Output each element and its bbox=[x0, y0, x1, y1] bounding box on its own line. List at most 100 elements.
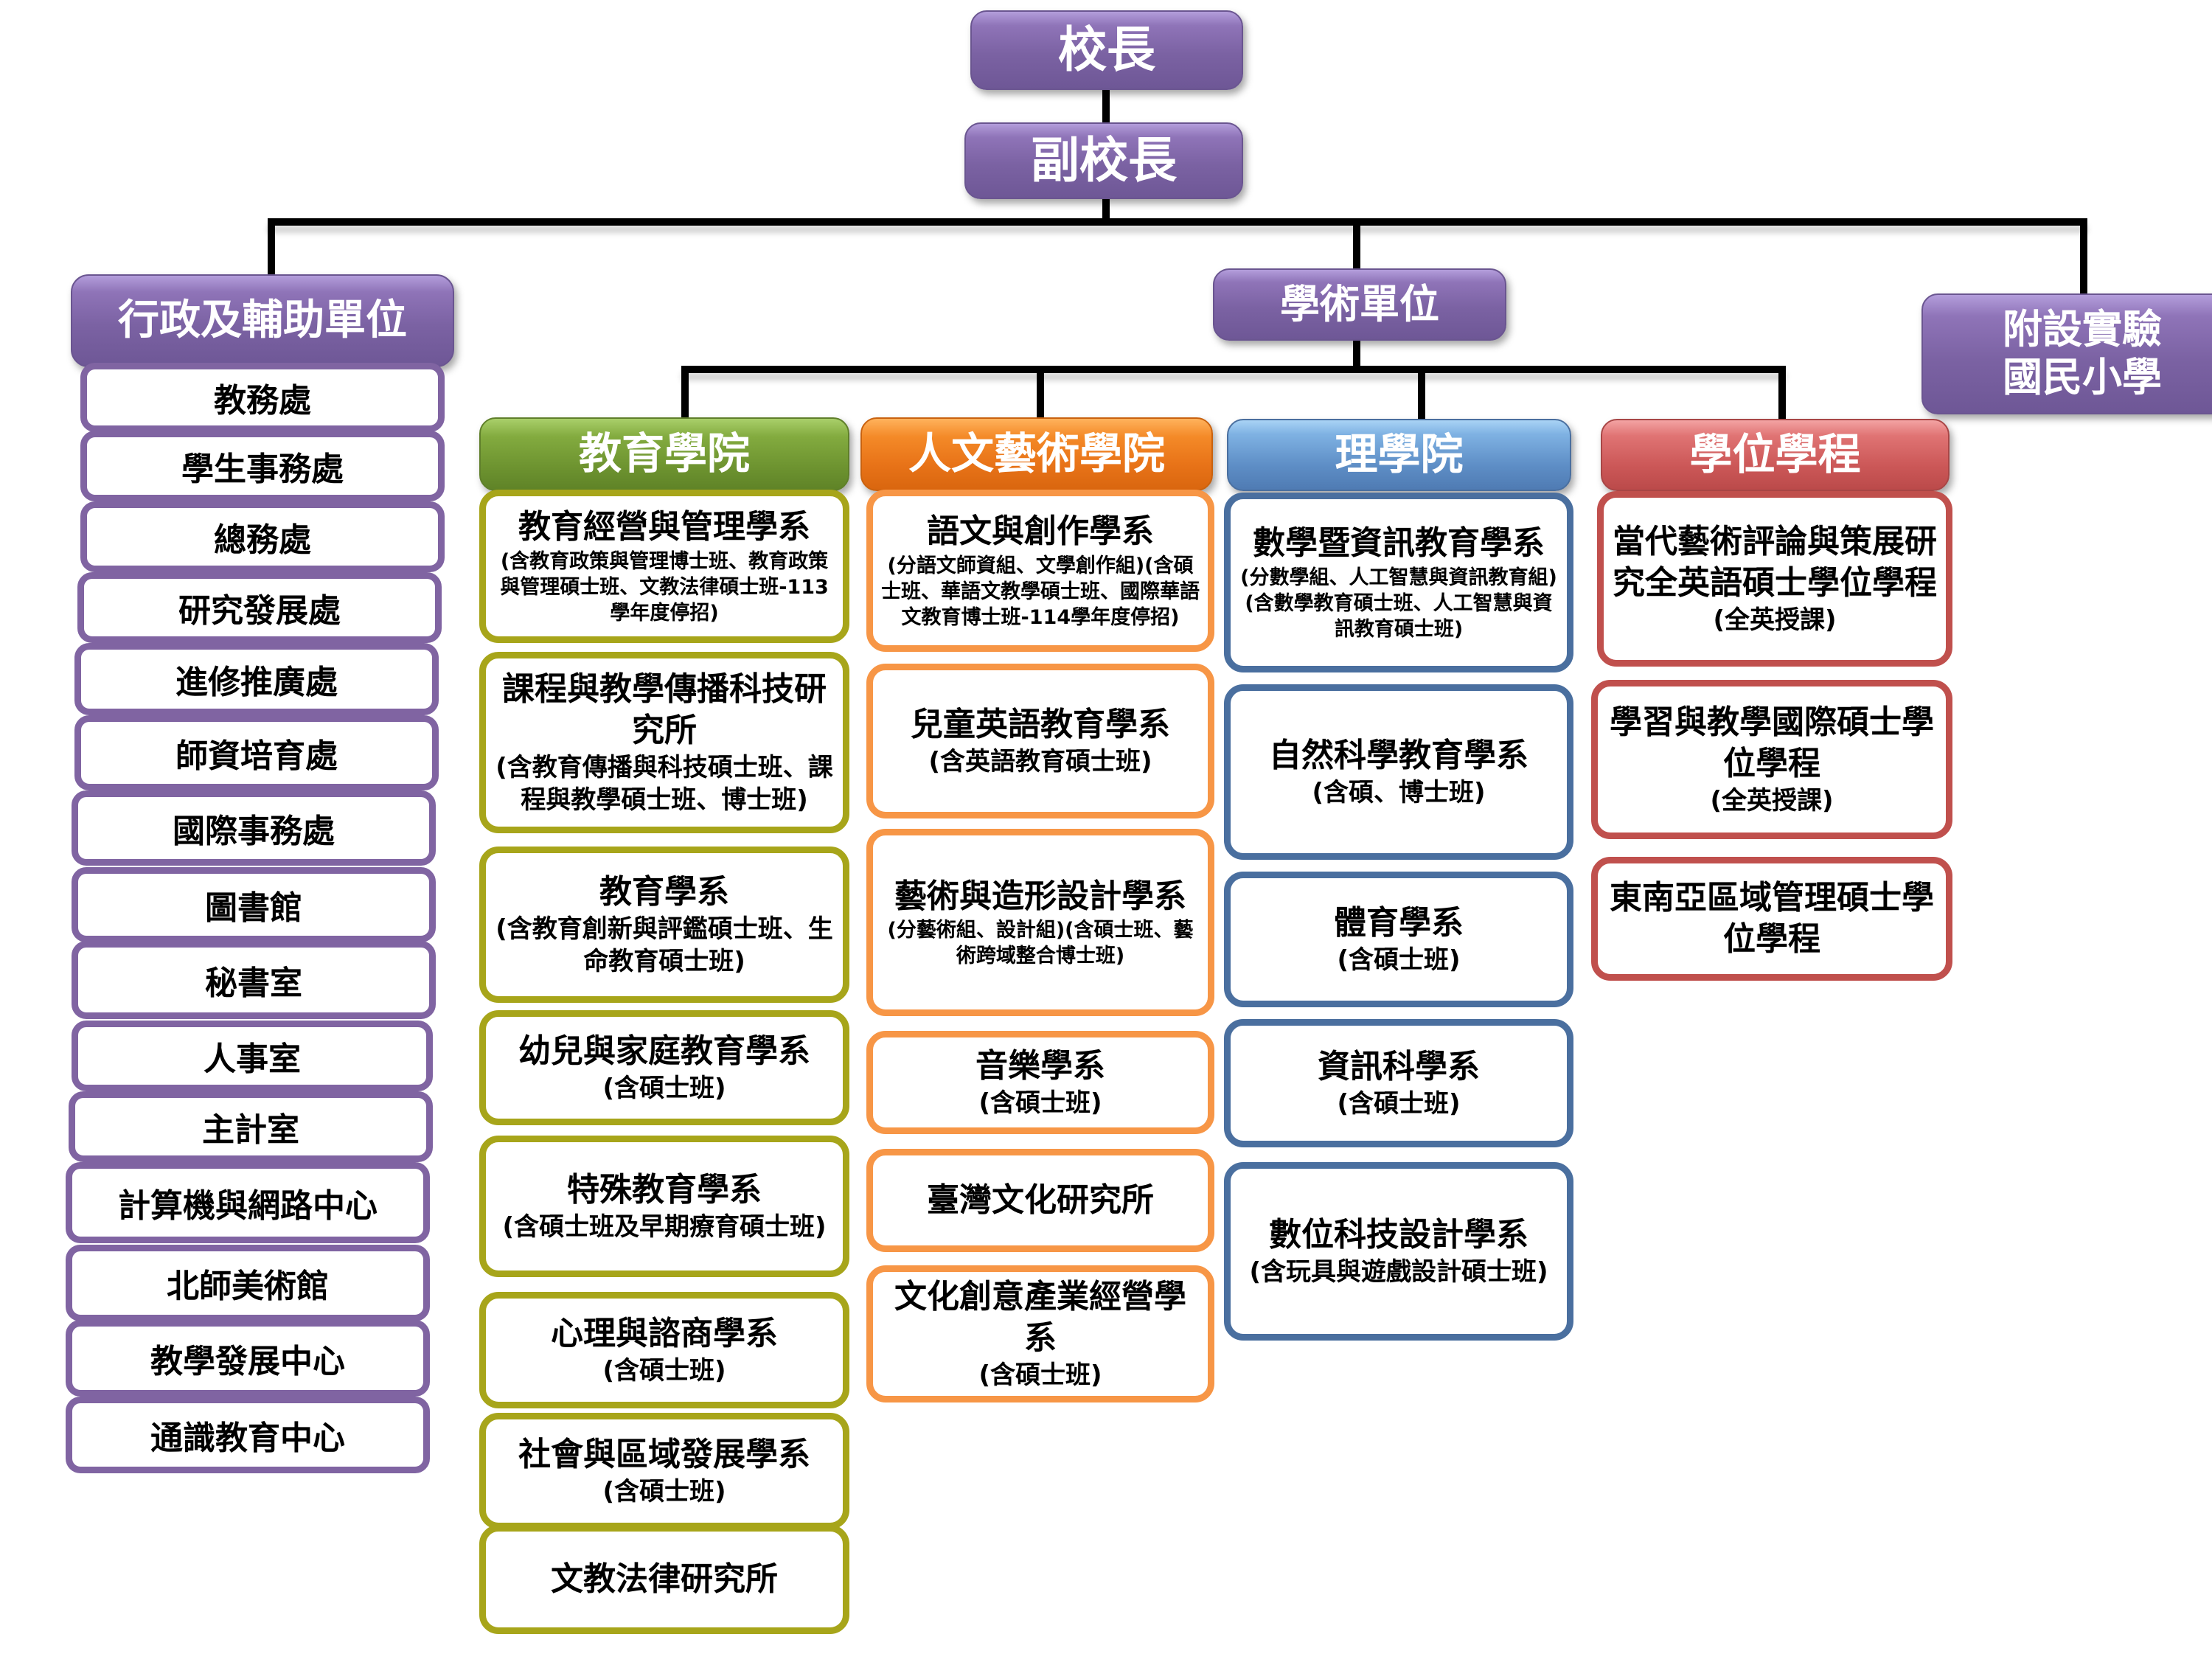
department-box[interactable]: 臺灣文化研究所 bbox=[866, 1149, 1214, 1252]
admin-unit-label: 計算機與網路中心 bbox=[118, 1187, 378, 1225]
department-box[interactable]: 社會與區域發展學系 (含碩士班) bbox=[479, 1413, 849, 1529]
department-name: 兒童英語教育學系 bbox=[911, 705, 1170, 743]
academic-header-label: 學術單位 bbox=[1280, 280, 1439, 327]
department-box[interactable]: 語文與創作學系(分語文師資組、文學創作組)(含碩士班、華語文教學碩士班、國際華語… bbox=[866, 490, 1214, 652]
connector-to-science bbox=[1418, 373, 1425, 419]
department-programs-note: (含碩士班) bbox=[1337, 945, 1461, 976]
academic-header[interactable]: 學術單位 bbox=[1213, 268, 1506, 341]
admin-unit-box[interactable]: 主計室 bbox=[69, 1091, 433, 1162]
admin-unit-box[interactable]: 進修推廣處 bbox=[74, 643, 439, 715]
department-box[interactable]: 當代藝術評論與策展研究全英語碩士學位學程(全英授課) bbox=[1597, 491, 1952, 667]
department-programs-note: (分語文師資組、文學創作組)(含碩士班、華語文教學碩士班、國際華語文教育博士班-… bbox=[881, 554, 1200, 629]
admin-unit-box[interactable]: 總務處 bbox=[80, 501, 445, 572]
department-box[interactable]: 文教法律研究所 bbox=[479, 1525, 849, 1634]
connector-to-degree bbox=[1778, 366, 1786, 419]
admin-unit-label: 學生事務處 bbox=[181, 451, 344, 488]
department-name: 自然科學教育學系 bbox=[1269, 736, 1528, 774]
department-box[interactable]: 課程與教學傳播科技研究所(含教育傳播與科技碩士班、課程與教學碩士班、博士班) bbox=[479, 652, 849, 833]
department-name: 幼兒與家庭教育學系 bbox=[518, 1032, 810, 1070]
college-header-humanities-arts[interactable]: 人文藝術學院 bbox=[860, 417, 1213, 491]
vice-president-box[interactable]: 副校長 bbox=[964, 122, 1243, 199]
admin-unit-label: 北師美術館 bbox=[167, 1268, 329, 1305]
department-box[interactable]: 數學暨資訊教育學系(分數學組、人工智慧與資訊教育組)(含數學教育碩士班、人工智慧… bbox=[1224, 493, 1573, 672]
admin-unit-box[interactable]: 秘書室 bbox=[72, 941, 436, 1019]
department-programs-note: (含碩士班) bbox=[1337, 1089, 1461, 1119]
admin-unit-label: 進修推廣處 bbox=[175, 664, 338, 701]
connector-to-affiliated bbox=[2080, 218, 2087, 295]
admin-unit-label: 人事室 bbox=[204, 1040, 301, 1078]
college-header-degree-programs[interactable]: 學位學程 bbox=[1601, 419, 1950, 491]
department-box[interactable]: 特殊教育學系(含碩士班及早期療育碩士班) bbox=[479, 1136, 849, 1277]
department-programs-note: (含碩士班) bbox=[978, 1088, 1102, 1119]
department-name: 東南亞區域管理碩士學位學程 bbox=[1610, 878, 1934, 958]
department-name: 體育學系 bbox=[1334, 903, 1464, 942]
department-programs-note: (含玩具與遊戲設計碩士班) bbox=[1249, 1257, 1548, 1287]
department-box[interactable]: 音樂學系(含碩士班) bbox=[866, 1031, 1214, 1134]
admin-unit-box[interactable]: 通識教育中心 bbox=[66, 1397, 430, 1473]
admin-unit-box[interactable]: 人事室 bbox=[72, 1021, 433, 1091]
department-programs-note: (含碩士班) bbox=[602, 1074, 726, 1104]
department-programs-note: (含碩、博士班) bbox=[1312, 778, 1486, 808]
admin-unit-box[interactable]: 研究發展處 bbox=[77, 572, 442, 643]
department-programs-note: (含教育傳播與科技碩士班、課程與教學碩士班、博士班) bbox=[495, 753, 833, 816]
college-header-label: 理學院 bbox=[1335, 429, 1464, 480]
admin-unit-label: 研究發展處 bbox=[178, 592, 341, 630]
department-name: 數位科技設計學系 bbox=[1269, 1215, 1528, 1254]
connector-vp-down bbox=[1102, 196, 1110, 223]
connector-to-admin bbox=[268, 218, 275, 277]
department-box[interactable]: 幼兒與家庭教育學系 (含碩士班) bbox=[479, 1010, 849, 1125]
department-box[interactable]: 教育學系(含教育創新與評鑑碩士班、生命教育碩士班) bbox=[479, 847, 849, 1003]
department-name: 教育經營與管理學系 bbox=[518, 508, 810, 546]
department-name: 課程與教學傳播科技研究所 bbox=[502, 670, 827, 749]
department-programs-note: (全英授課) bbox=[1713, 605, 1837, 636]
department-programs-note: (含碩士班及早期療育碩士班) bbox=[502, 1212, 827, 1242]
department-name: 教育學系 bbox=[599, 872, 729, 911]
admin-unit-box[interactable]: 學生事務處 bbox=[80, 431, 445, 501]
admin-unit-label: 通識教育中心 bbox=[150, 1419, 345, 1457]
department-box[interactable]: 體育學系(含碩士班) bbox=[1224, 872, 1573, 1007]
admin-unit-label: 師資培育處 bbox=[175, 737, 338, 775]
department-box[interactable]: 文化創意產業經營學系(含碩士班) bbox=[866, 1265, 1214, 1402]
college-header-label: 人文藝術學院 bbox=[908, 428, 1165, 479]
department-box[interactable]: 數位科技設計學系(含玩具與遊戲設計碩士班) bbox=[1224, 1162, 1573, 1341]
department-programs-note: (分藝術組、設計組)(含碩士班、藝術跨域整合博士班) bbox=[887, 919, 1194, 968]
vice-president-label: 副校長 bbox=[1031, 132, 1177, 190]
admin-unit-box[interactable]: 師資培育處 bbox=[74, 715, 439, 790]
department-box[interactable]: 藝術與造形設計學系 (分藝術組、設計組)(含碩士班、藝術跨域整合博士班) bbox=[866, 829, 1214, 1016]
department-name: 特殊教育學系 bbox=[567, 1170, 762, 1209]
admin-unit-box[interactable]: 計算機與網路中心 bbox=[66, 1162, 430, 1243]
department-name: 社會與區域發展學系 bbox=[518, 1435, 810, 1473]
department-programs-note: (含教育創新與評鑑碩士班、生命教育碩士班) bbox=[495, 914, 833, 977]
department-box[interactable]: 自然科學教育學系 (含碩、博士班) bbox=[1224, 684, 1573, 860]
department-box[interactable]: 資訊科學系(含碩士班) bbox=[1224, 1019, 1573, 1147]
admin-unit-box[interactable]: 北師美術館 bbox=[66, 1245, 430, 1321]
president-box[interactable]: 校長 bbox=[970, 10, 1243, 90]
admin-unit-box[interactable]: 國際事務處 bbox=[72, 790, 436, 866]
department-box[interactable]: 東南亞區域管理碩士學位學程 bbox=[1591, 857, 1952, 981]
admin-unit-box[interactable]: 教務處 bbox=[80, 363, 445, 432]
admin-unit-label: 總務處 bbox=[214, 521, 311, 559]
department-name: 藝術與造形設計學系 bbox=[894, 877, 1186, 915]
college-header-science[interactable]: 理學院 bbox=[1227, 419, 1571, 491]
affiliated-school-box[interactable]: 附設實驗國民小學 bbox=[1921, 293, 2212, 414]
admin-header-label: 行政及輔助單位 bbox=[118, 296, 407, 345]
department-box[interactable]: 心理與諮商學系(含碩士班) bbox=[479, 1292, 849, 1408]
admin-unit-label: 教務處 bbox=[214, 382, 311, 420]
department-name: 語文與創作學系 bbox=[927, 512, 1154, 551]
department-programs-note: (全英授課) bbox=[1710, 786, 1834, 816]
department-box[interactable]: 教育經營與管理學系(含教育政策與管理博士班、教育政策與管理碩士班、文教法律碩士班… bbox=[479, 490, 849, 643]
admin-unit-box[interactable]: 圖書館 bbox=[72, 867, 436, 942]
department-programs-note: (含教育政策與管理博士班、教育政策與管理碩士班、文教法律碩士班-113學年度停招… bbox=[500, 549, 829, 625]
college-header-education[interactable]: 教育學院 bbox=[479, 417, 849, 491]
department-programs-note: (含英語教育碩士班) bbox=[928, 747, 1152, 777]
department-name: 文教法律研究所 bbox=[551, 1560, 778, 1598]
department-name: 心理與諮商學系 bbox=[551, 1314, 778, 1352]
department-box[interactable]: 學習與教學國際碩士學位學程(全英授課) bbox=[1591, 680, 1952, 839]
department-box[interactable]: 兒童英語教育學系 (含英語教育碩士班) bbox=[866, 664, 1214, 818]
connector-top-horizontal bbox=[268, 218, 2087, 226]
admin-unit-label: 秘書室 bbox=[205, 964, 302, 1002]
admin-unit-label: 國際事務處 bbox=[173, 813, 335, 850]
department-programs-note: (含碩士班) bbox=[602, 1477, 726, 1507]
admin-unit-box[interactable]: 教學發展中心 bbox=[66, 1320, 430, 1397]
admin-header[interactable]: 行政及輔助單位 bbox=[71, 274, 454, 367]
